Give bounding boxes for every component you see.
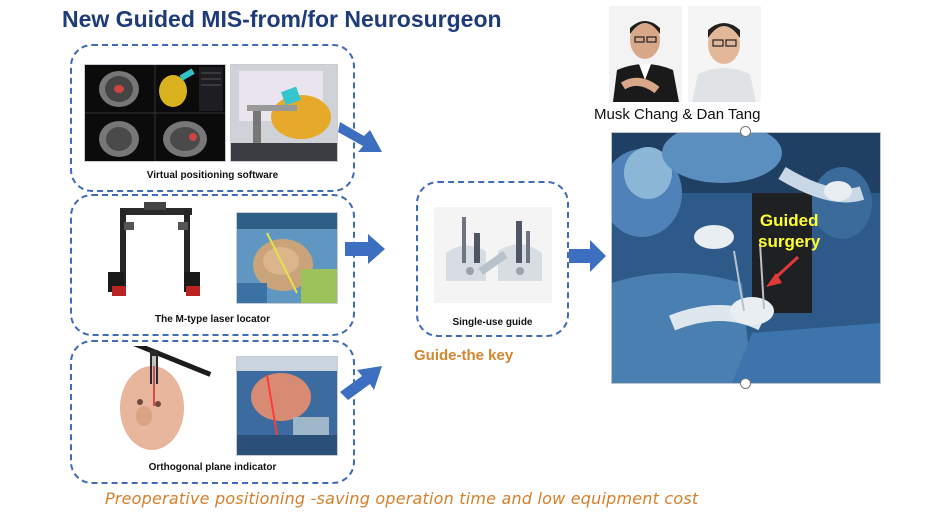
annotation-line-2: surgery: [758, 232, 821, 251]
panel-virtual-positioning: Virtual positioning software: [70, 44, 355, 192]
footer-tagline: Preoperative positioning -saving operati…: [105, 489, 699, 508]
single-use-guide-image: [434, 207, 552, 303]
software-demo-photo: [230, 64, 338, 162]
photo-resize-handle-top[interactable]: [740, 126, 751, 137]
arrow-to-surgery: [567, 240, 606, 272]
ct-software-screenshot: [84, 64, 226, 162]
panel-orthogonal-plane: Orthogonal plane indicator: [70, 336, 355, 484]
panel-caption-orthogonal: Orthogonal plane indicator: [148, 462, 277, 473]
panel-caption-virtual: Virtual positioning software: [146, 170, 279, 181]
panel-caption-laser: The M-type laser locator: [154, 314, 271, 325]
guided-surgery-annotation: Guided surgery: [758, 210, 820, 252]
m-type-frame-image: [94, 200, 212, 304]
author-names: Musk Chang & Dan Tang: [594, 106, 761, 123]
slide-title: New Guided MIS-from/for Neurosurgeon: [62, 6, 502, 32]
guide-key-label: Guide-the key: [414, 347, 514, 364]
panel-single-use-guide: Single-use guide: [416, 181, 569, 337]
author-portrait-2: [688, 6, 761, 102]
guided-surgery-photo: [611, 132, 881, 384]
arrow-from-software: [338, 122, 382, 152]
head-model-image: [106, 336, 218, 456]
author-portrait-1: [609, 6, 682, 102]
arrow-from-laser: [345, 234, 385, 264]
guide-caption: Single-use guide: [452, 317, 533, 328]
laser-locator-photo: [236, 212, 338, 304]
arrow-from-orthogonal: [340, 366, 382, 400]
photo-resize-handle-bottom[interactable]: [740, 378, 751, 389]
orthogonal-indicator-photo: [236, 356, 338, 456]
panel-m-type-laser: The M-type laser locator: [70, 194, 355, 336]
annotation-line-1: Guided: [759, 211, 819, 230]
